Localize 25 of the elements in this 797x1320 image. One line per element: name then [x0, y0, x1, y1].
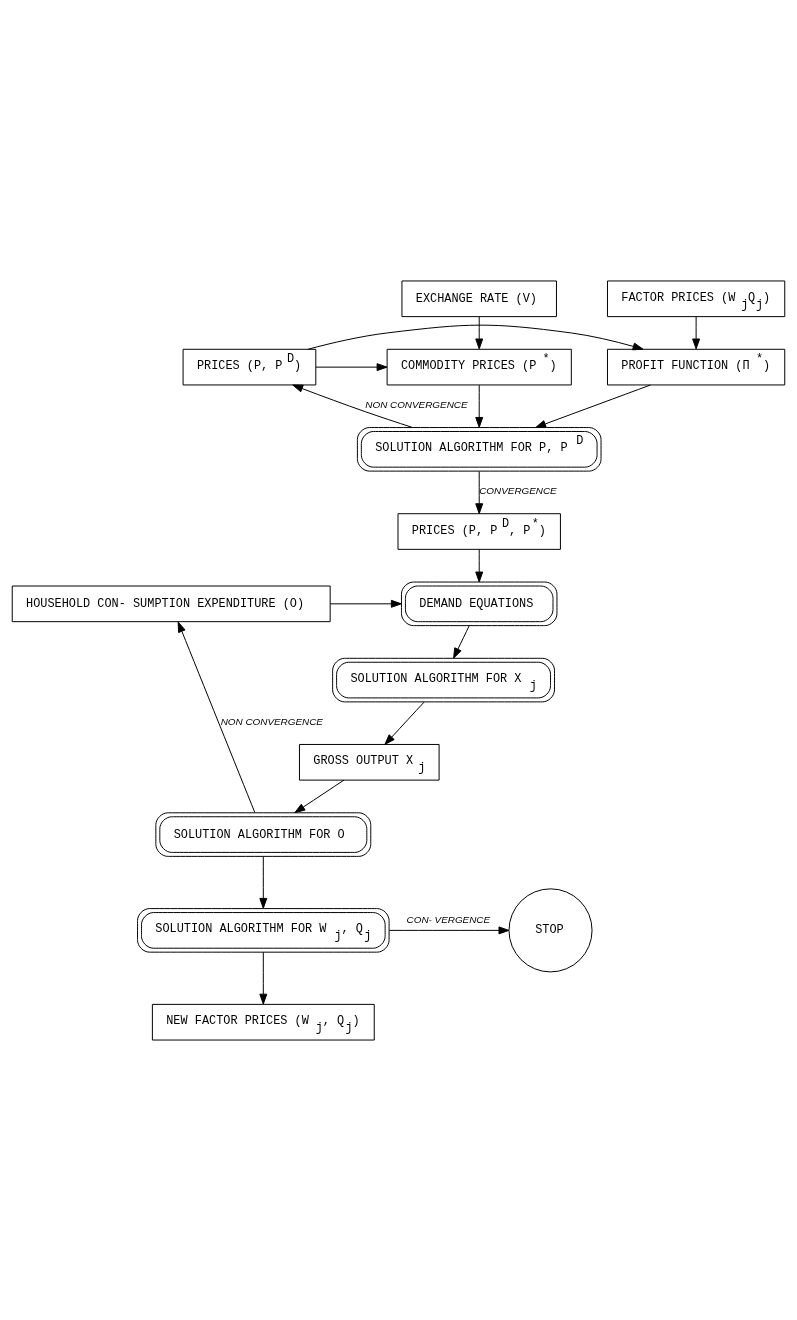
node-circle: STOP: [508, 887, 593, 972]
arrow: [315, 362, 388, 371]
arrow: [692, 315, 701, 349]
arrow: [384, 701, 425, 745]
edge-label: NON CONVERGENCE: [220, 715, 323, 727]
node-box: SOLUTION ALGORITHM FOR O: [155, 811, 372, 857]
arrow: [453, 624, 470, 659]
node-box: DEMAND EQUATIONS: [400, 581, 558, 626]
node-box: HOUSEHOLD CON- SUMPTION EXPENDITURE (O): [11, 585, 331, 622]
arrow: [259, 855, 268, 909]
arrow: [329, 599, 402, 608]
arrow: [259, 951, 268, 1005]
arrow: [307, 324, 644, 350]
edge-label: NON CONVERGENCE: [365, 398, 468, 410]
arrow: [535, 384, 651, 428]
arrow: [292, 383, 413, 428]
arrow: [388, 925, 510, 934]
arrow: [475, 315, 484, 349]
arrow: [475, 470, 484, 514]
arrow: [475, 384, 484, 428]
edge-label: CON- VERGENCE: [406, 913, 491, 925]
arrow: [177, 621, 256, 813]
node-box: EXCHANGE RATE (V): [401, 279, 557, 317]
arrow: [475, 548, 484, 582]
arrow: [294, 779, 345, 813]
